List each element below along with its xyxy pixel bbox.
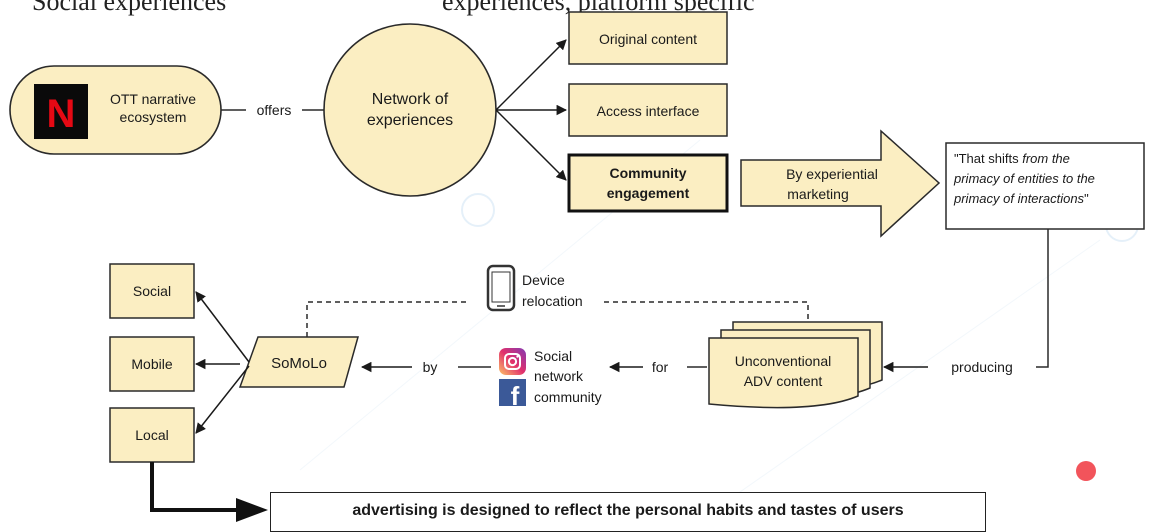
quote-box: "That shifts from the primacy of entitie…: [945, 142, 1145, 230]
experiential-line2: marketing: [787, 186, 848, 202]
for-label: for: [652, 359, 669, 375]
local-box: Local: [109, 407, 195, 463]
social-label: Social: [133, 283, 171, 299]
conclusion-banner: advertising is designed to reflect the p…: [270, 492, 986, 532]
unconventional-line1: Unconventional: [735, 353, 832, 369]
svg-text:f: f: [511, 381, 520, 411]
access-interface-box: Access interface: [568, 83, 728, 137]
community-engagement-box: Community engagement: [567, 153, 729, 213]
experiential-line1: By experiential: [786, 166, 878, 182]
ott-ecosystem-node: N OTT narrative ecosystem: [9, 65, 222, 155]
arrow-to-community-engagement: [495, 109, 567, 181]
producing-label: producing: [951, 359, 1013, 375]
access-interface-label: Access interface: [597, 103, 700, 119]
community-line2: engagement: [607, 185, 690, 201]
netflix-logo-icon: [34, 84, 88, 139]
social-network-line2: network: [534, 368, 584, 384]
facebook-icon: [499, 379, 526, 406]
smartphone-icon: [486, 264, 516, 312]
social-box: Social: [109, 263, 195, 319]
ott-label-line1: OTT narrative: [110, 91, 196, 107]
network-of-experiences-node: Network of experiences: [323, 23, 497, 197]
device-relocation-line1: Device: [522, 272, 565, 288]
mobile-box: Mobile: [109, 336, 195, 392]
original-content-label: Original content: [599, 31, 697, 47]
unconventional-line2: ADV content: [744, 373, 823, 389]
social-network-line1: Social: [534, 348, 572, 364]
original-content-box: Original content: [568, 11, 728, 65]
somolo-label: SoMoLo: [271, 355, 327, 372]
mobile-label: Mobile: [131, 356, 172, 372]
network-line2: experiences: [367, 112, 453, 129]
quote-line1: "That shifts from the: [954, 151, 1070, 166]
arrow-to-original-content: [495, 39, 567, 111]
local-to-banner-arrow: [150, 462, 240, 512]
by-label: by: [423, 359, 438, 375]
social-network-line3: community: [534, 389, 602, 405]
device-relocation-link-left: [306, 301, 470, 337]
experiential-marketing-arrow: By experiential marketing: [740, 129, 941, 238]
netflix-letter: N: [47, 92, 76, 136]
unconventional-adv-content-node: Unconventional ADV content: [708, 321, 883, 409]
arrow-to-social: [195, 291, 250, 363]
instagram-icon: [499, 348, 526, 375]
device-relocation-line2: relocation: [522, 293, 583, 309]
network-line1: Network of: [372, 91, 449, 108]
quote-line3: primacy of interactions": [953, 191, 1089, 206]
device-relocation-link-right: [604, 301, 809, 322]
community-line1: Community: [610, 165, 687, 181]
local-to-banner-arrowhead: [236, 498, 268, 522]
red-dot: [1076, 461, 1096, 481]
producing-connector: [1036, 229, 1049, 368]
social-network-community-node: f Social network community: [499, 348, 602, 411]
heading-left-fragment: Social experiences: [32, 0, 227, 16]
local-label: Local: [135, 427, 168, 443]
quote-line2: primacy of entities to the: [953, 171, 1095, 186]
ott-label-line2: ecosystem: [120, 109, 187, 125]
offers-label: offers: [257, 102, 292, 118]
arrow-to-local: [195, 365, 250, 434]
somolo-node: SoMoLo: [238, 336, 359, 388]
